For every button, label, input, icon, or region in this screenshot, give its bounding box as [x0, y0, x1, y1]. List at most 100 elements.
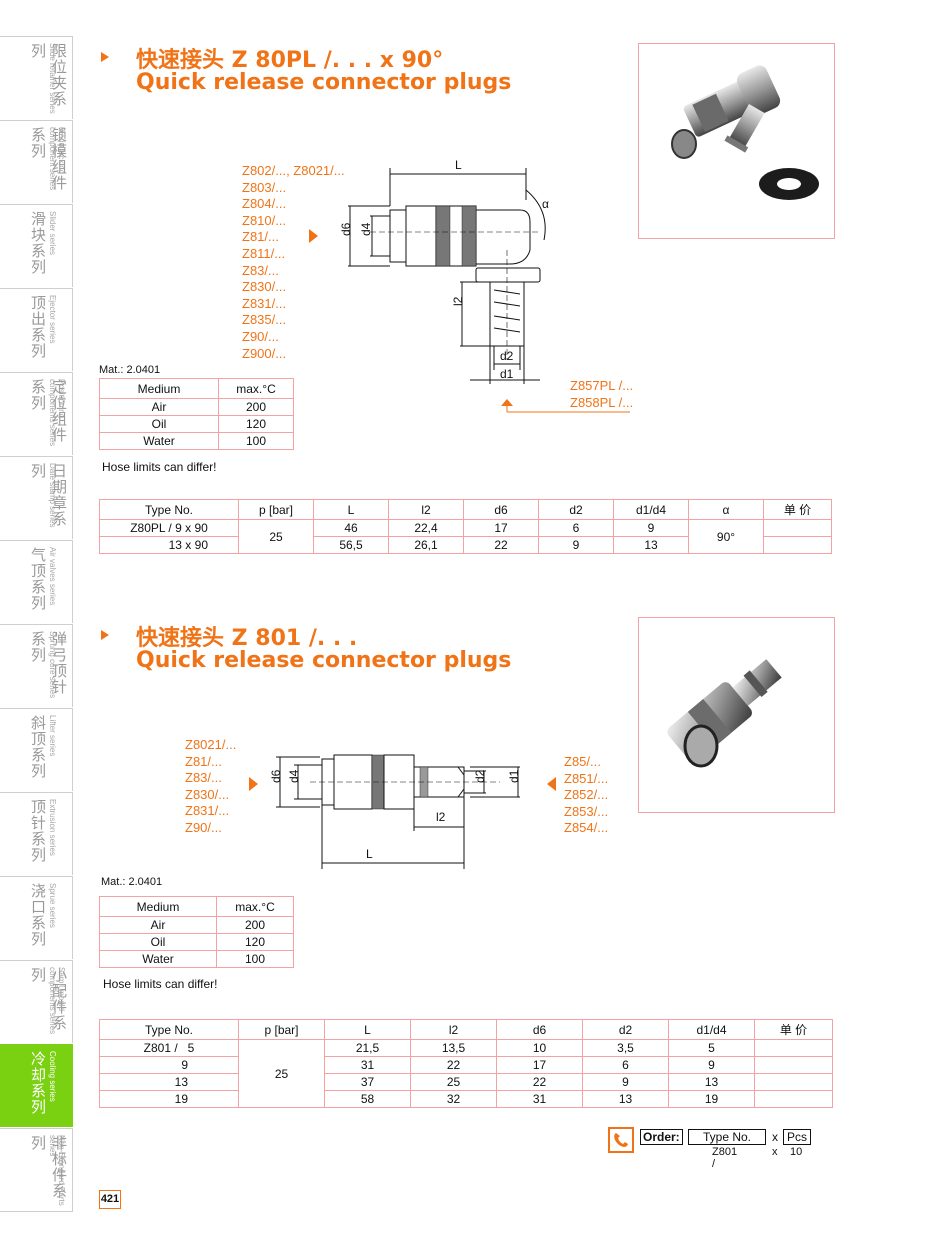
dim-label-d1: d1 — [500, 367, 514, 381]
sidebar-item-sublabel: Lifter series — [48, 715, 57, 757]
compatible-code: Z830/... — [185, 786, 230, 802]
section1-hose-note: Hose limits can differ! — [102, 460, 217, 474]
sidebar-item-sublabel: Positioning components series — [48, 379, 66, 447]
compatible-code: Z90/... — [185, 819, 222, 835]
sidebar-item-label: 滑块系列 — [29, 211, 47, 275]
sidebar-item-label: 浇口系列 — [29, 883, 47, 947]
phone-order-icon — [608, 1127, 634, 1153]
dim-label-alpha: α — [542, 197, 549, 211]
section1-pointer-arrow — [501, 399, 630, 413]
table-row: Z80PL / 9 x 90 25 46 22,4 17 6 9 90° — [99, 519, 832, 554]
compatible-code: Z857PL /... — [570, 378, 634, 393]
sidebar-item-sublabel: Slider series — [48, 211, 57, 256]
table-row: 19 58 32 31 13 19 — [99, 1090, 833, 1108]
elbow-connector-photo-icon — [671, 65, 819, 200]
compatible-code: Z804/... — [242, 196, 287, 212]
section1-spec-table: Type No. p [bar] L l2 d6 d2 d1/d4 α 单 价 … — [99, 499, 832, 554]
sidebar-item-label: 锁模组件系列 — [29, 127, 68, 191]
sidebar-item-label: 小配件系列 — [29, 967, 68, 1031]
section1-title-zh: 快速接头 Z 80PL /. . . x 90° — [136, 48, 444, 73]
compatible-code: Z853/... — [564, 803, 609, 819]
sidebar-item-label: 非标件系列 — [29, 1135, 68, 1199]
order-label: Order: — [640, 1129, 683, 1145]
page-number: 421 — [99, 1190, 121, 1209]
compatible-code: Z81/... — [242, 229, 279, 245]
dim-label-d6: d6 — [339, 222, 353, 236]
section2-product-photo — [638, 617, 835, 813]
sidebar-item-sublabel: Cooling series — [48, 1051, 57, 1102]
sidebar-item-sublabel: Date stamp series — [48, 463, 57, 528]
section2-compatible-right: Z85/... Z851/... Z852/... Z853/... Z854/… — [564, 754, 608, 837]
compatible-code: Z81/... — [185, 753, 222, 769]
dim-label-d4: d4 — [359, 222, 373, 236]
table-row: 13 37 25 22 9 13 — [99, 1073, 833, 1091]
straight-connector-photo-icon — [667, 659, 782, 768]
sidebar-item-sublabel: Extrusion series — [48, 799, 57, 856]
bullet-arrow-icon — [101, 630, 109, 640]
table-row: 13 x 90 56,5 26,1 22 9 13 — [99, 536, 832, 554]
section2-compatible-left: Z8021/... Z81/... Z83/... Z830/... Z831/… — [185, 737, 236, 837]
table-row: 9 31 22 17 6 9 — [99, 1056, 833, 1074]
sidebar-item-label: 顶针系列 — [29, 799, 47, 863]
order-pcs-field[interactable]: Pcs — [783, 1129, 812, 1145]
bullet-arrow-icon — [101, 52, 109, 62]
section2-hose-note: Hose limits can differ! — [103, 977, 218, 991]
sidebar-item-sublabel: Sprung core series — [48, 631, 57, 699]
order-times: x — [772, 1130, 778, 1144]
compatible-code: Z803/... — [242, 179, 287, 195]
compatible-code: Z852/... — [564, 787, 609, 803]
sidebar-item-sublabel: Ejector series — [48, 295, 57, 344]
pointer-right-icon — [309, 229, 318, 243]
table-row: Z801 / 5 25 21,5 13,5 10 3,5 5 — [99, 1039, 833, 1108]
sidebar-item-label: 气顶系列 — [29, 547, 47, 611]
compatible-code: Z810/... — [242, 212, 287, 228]
compatible-code: Z811/... — [242, 245, 286, 261]
dim-label-d6: d6 — [269, 769, 283, 783]
dim-label-d4: d4 — [287, 769, 301, 783]
medium-header: Medium — [99, 378, 219, 399]
sidebar-item-label: 斜顶系列 — [29, 715, 47, 779]
dim-label-L: L — [366, 847, 373, 861]
order-type-field[interactable]: Type No. — [688, 1129, 766, 1145]
section1-material: Mat.: 2.0401 — [99, 364, 161, 376]
compatible-code: Z835/... — [242, 312, 287, 328]
section2-spec-table: Type No. p [bar] L l2 d6 d2 d1/d4 单 价 Z8… — [99, 1019, 833, 1108]
section1-product-photo — [638, 43, 835, 239]
sidebar-item-label: 限位夹系列 — [29, 43, 68, 107]
compatible-code: Z85/... — [564, 754, 601, 769]
compatible-code: Z90/... — [242, 328, 279, 344]
order-example-qty: 10 — [790, 1146, 803, 1158]
section2-material: Mat.: 2.0401 — [101, 876, 163, 888]
compatible-code: Z83/... — [242, 262, 279, 278]
sidebar-item-sublabel: Samll mould components series — [48, 967, 66, 1035]
order-times: x — [772, 1146, 778, 1158]
sidebar-item-sublabel: Air valves series — [48, 547, 57, 606]
dim-label-L: L — [455, 158, 462, 172]
compatible-code: Z802/..., Z8021/... — [242, 163, 345, 178]
section1-compatible-right: Z857PL /... Z858PL /... — [570, 378, 633, 411]
sidebar-item-sublabel: Sprue series — [48, 883, 57, 928]
compatible-code: Z851/... — [564, 770, 609, 786]
